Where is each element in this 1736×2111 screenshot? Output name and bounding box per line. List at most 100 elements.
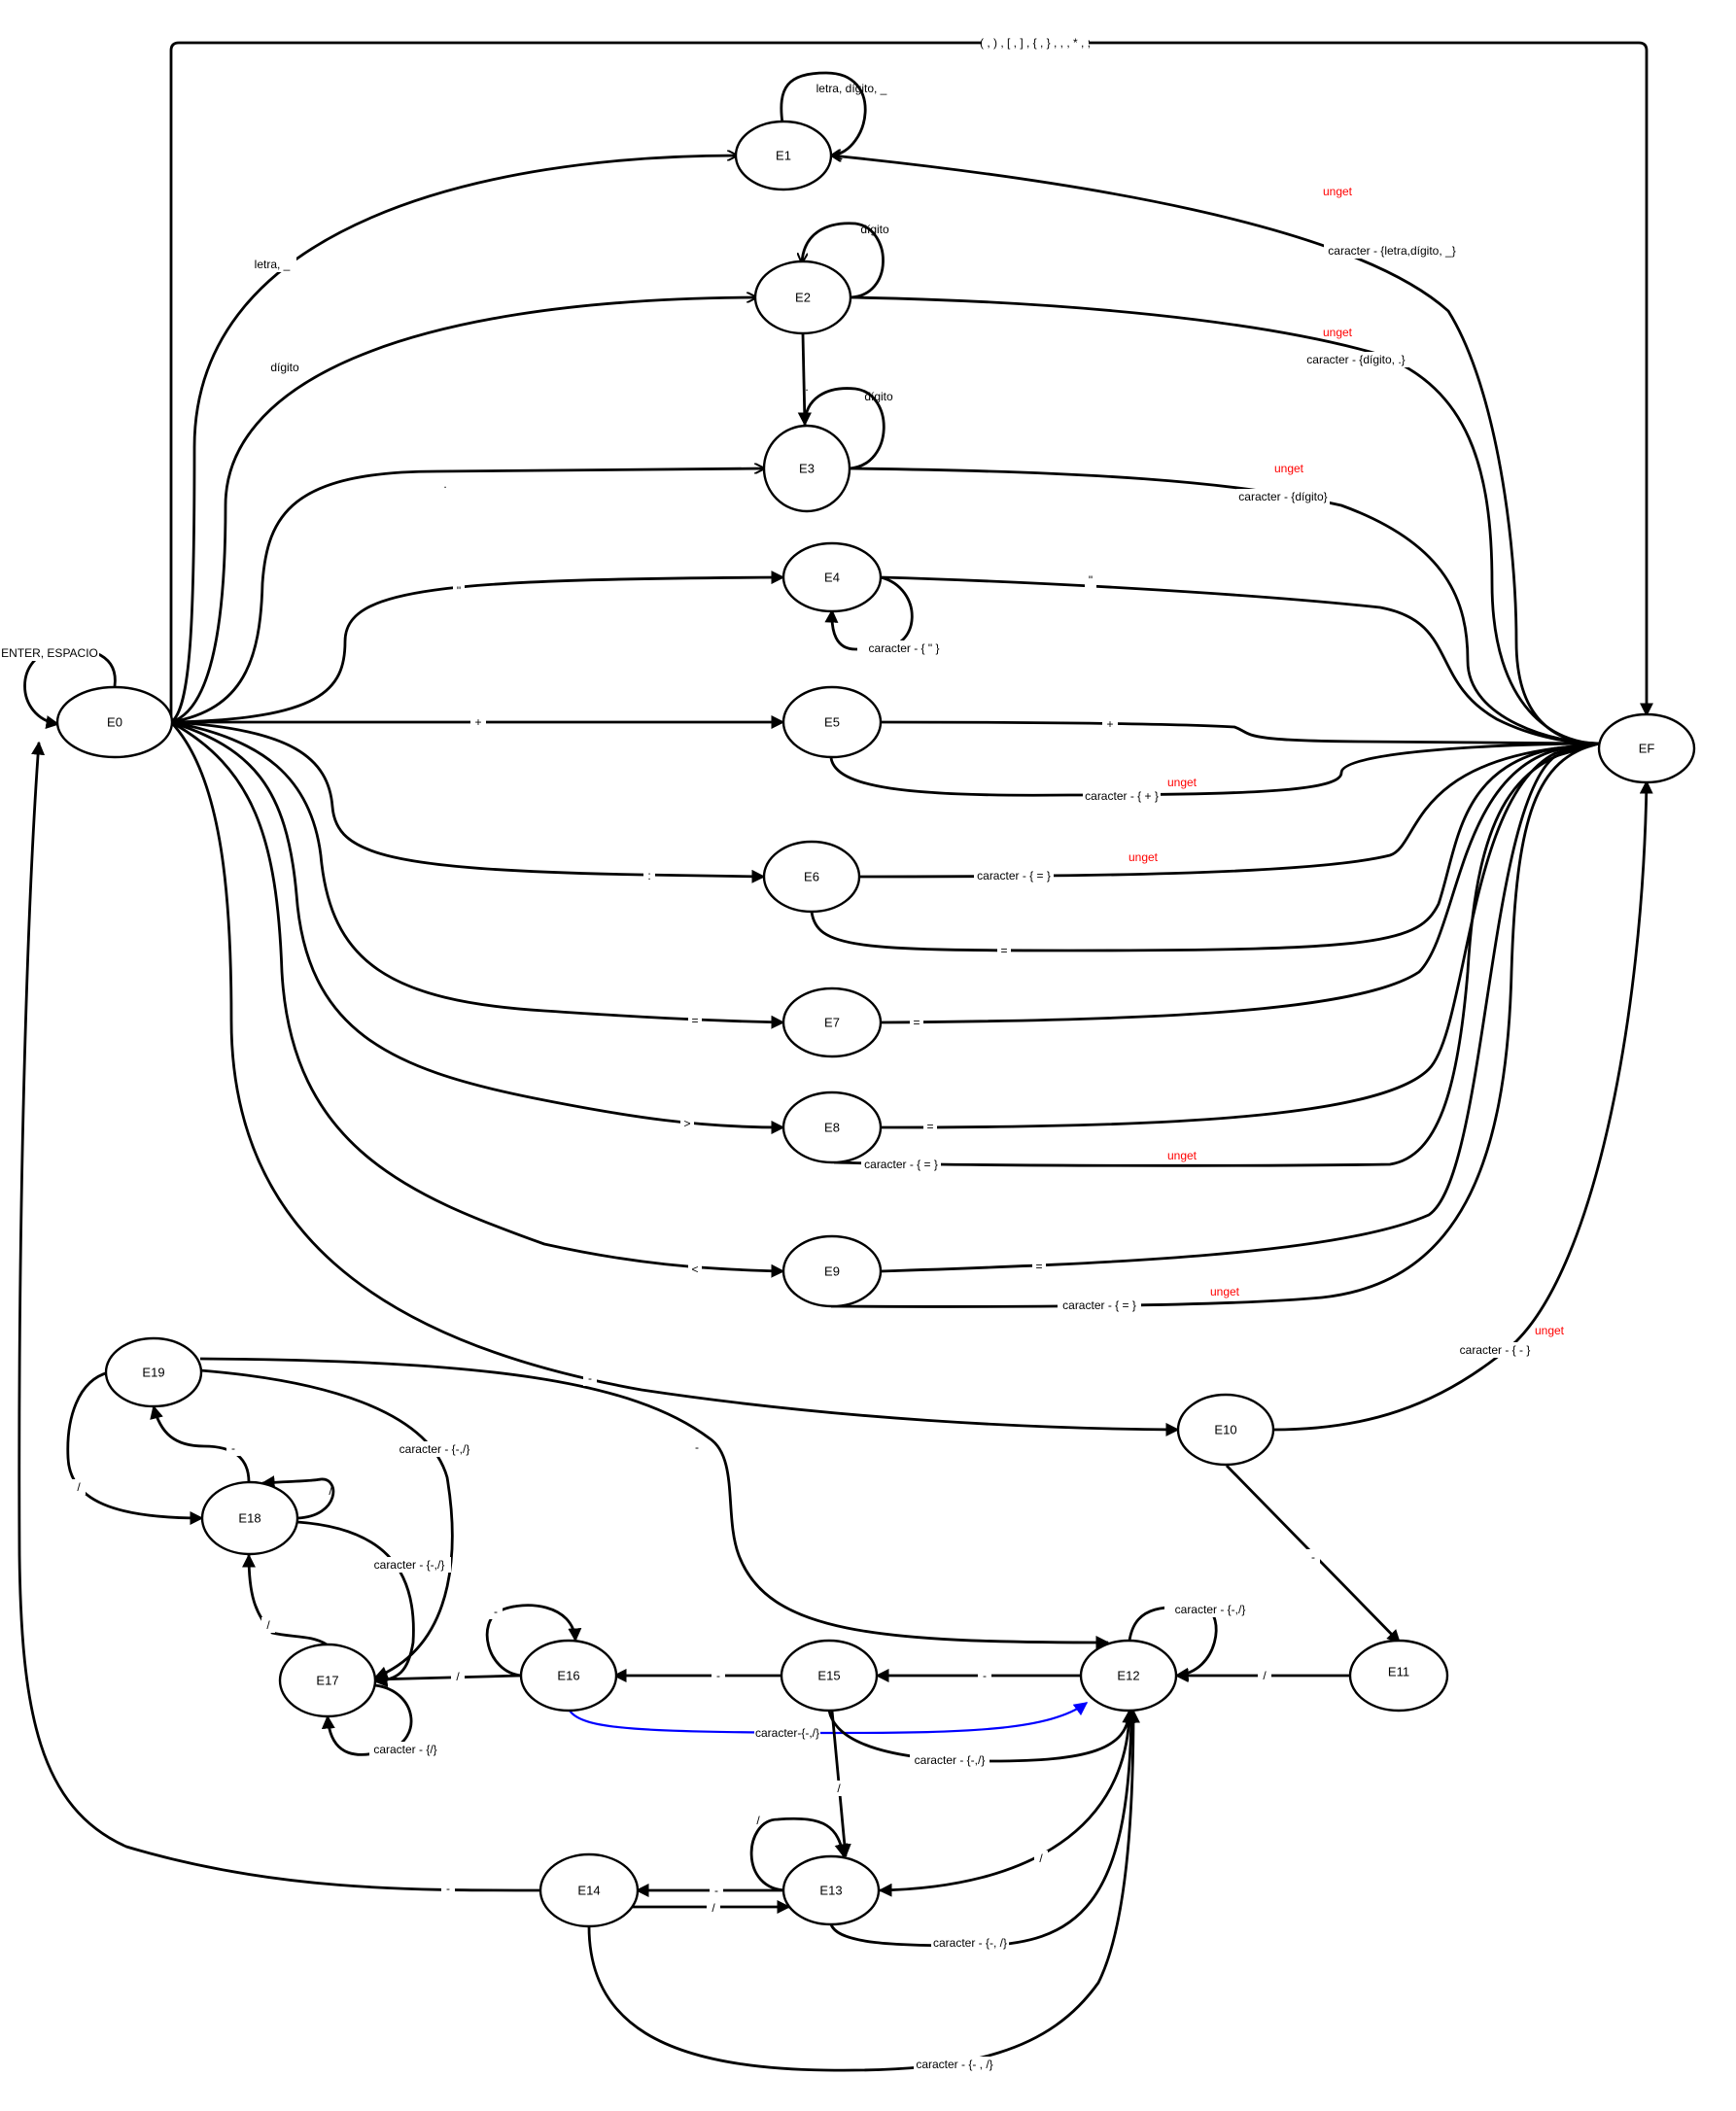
edge-e19-e12 bbox=[199, 1357, 1110, 1649]
unget-e5-ef: unget bbox=[1167, 776, 1198, 789]
edges bbox=[17, 41, 1653, 2072]
label-e14-e12: caracter - {- , /} bbox=[916, 2058, 992, 2071]
label-e10-e11: - bbox=[1311, 1550, 1315, 1564]
state-e14: E14 bbox=[538, 1852, 640, 1928]
edge-e5-ef bbox=[880, 720, 1600, 745]
edge-e6-ef bbox=[810, 742, 1600, 952]
state-e12: E12 bbox=[1079, 1639, 1178, 1713]
label-e10-ef-other: caracter - { - } bbox=[1460, 1343, 1531, 1357]
label-e12-e15: - bbox=[983, 1669, 987, 1682]
unget-e10-ef: unget bbox=[1535, 1324, 1565, 1337]
label-e18-e19: - bbox=[231, 1441, 235, 1455]
label-e0-e6: : bbox=[647, 869, 650, 882]
state-label-e9: E9 bbox=[824, 1264, 840, 1279]
label-e16-e17: / bbox=[456, 1670, 460, 1683]
edge-e18-e19 bbox=[150, 1404, 251, 1483]
label-e15-e16: - bbox=[716, 1669, 720, 1682]
label-e17-e18: / bbox=[266, 1618, 270, 1632]
edge-e2-e3 bbox=[797, 333, 812, 427]
label-e15-e12: caracter - {-,/} bbox=[915, 1753, 986, 1767]
edge-e8-ef bbox=[880, 742, 1600, 1129]
edge-e3-loop bbox=[798, 387, 885, 470]
state-label-e3: E3 bbox=[799, 462, 815, 476]
label-e5-ef: + bbox=[1106, 717, 1113, 731]
label-e4-loop: caracter - { " } bbox=[869, 641, 940, 655]
label-e0-loop: ENTER, ESPACIO bbox=[1, 646, 98, 660]
state-e7: E7 bbox=[781, 986, 883, 1058]
state-label-e0: E0 bbox=[107, 715, 122, 730]
state-label-e13: E13 bbox=[819, 1884, 842, 1898]
edge-e0-e6 bbox=[170, 720, 766, 883]
state-e8: E8 bbox=[781, 1090, 883, 1164]
label-e19-e17: caracter - {-,/} bbox=[399, 1442, 470, 1456]
label-e13-e12: caracter - {-, /} bbox=[933, 1936, 1007, 1950]
label-e15-e13: / bbox=[837, 1782, 841, 1795]
edge-e13-e12 bbox=[829, 1709, 1138, 1948]
edge-e1-loop bbox=[780, 71, 867, 156]
state-e6: E6 bbox=[762, 840, 861, 914]
unget-e6-ef: unget bbox=[1128, 850, 1159, 864]
edge-e10-ef bbox=[1272, 779, 1653, 1432]
edge-labels: ( , ) , [ , ] , { , } , , , * , ; ENTER,… bbox=[0, 34, 1565, 2072]
state-label-e2: E2 bbox=[795, 291, 811, 305]
label-e8-ef: = bbox=[926, 1120, 933, 1133]
state-e17: E17 bbox=[278, 1643, 377, 1718]
label-e19-e12: - bbox=[695, 1440, 699, 1454]
edge-e18-loop bbox=[260, 1475, 335, 1520]
state-label-e16: E16 bbox=[557, 1669, 579, 1683]
label-e1-ef: caracter - {letra,dígito, _} bbox=[1328, 244, 1455, 258]
label-e3-ef: caracter - {dígito} bbox=[1238, 490, 1327, 503]
edge-e19-e18 bbox=[66, 1370, 204, 1525]
edge-e0-e2 bbox=[170, 297, 756, 724]
label-e18-loop: / bbox=[329, 1484, 332, 1498]
state-e11: E11 bbox=[1348, 1639, 1449, 1713]
label-e11-e12: / bbox=[1263, 1669, 1267, 1682]
label-e19-e18: / bbox=[77, 1480, 81, 1494]
edge-e16-e12 bbox=[569, 1702, 1089, 1735]
edge-e0-e10 bbox=[169, 721, 1180, 1436]
unget-e1-ef: unget bbox=[1323, 185, 1353, 198]
label-e12-e13: / bbox=[1039, 1851, 1043, 1865]
edge-e18-e17 bbox=[296, 1520, 415, 1687]
state-label-e10: E10 bbox=[1214, 1423, 1236, 1437]
state-label-e5: E5 bbox=[824, 715, 840, 730]
state-label-e18: E18 bbox=[238, 1511, 260, 1526]
edge-e4-ef bbox=[880, 575, 1600, 745]
edge-e0-e7 bbox=[170, 720, 785, 1029]
edge-e2-ef bbox=[849, 295, 1600, 745]
edge-e1-ef bbox=[832, 156, 1600, 745]
state-e0: E0 bbox=[55, 685, 174, 759]
label-e5-ef-other: caracter - { + } bbox=[1085, 789, 1159, 803]
label-top-symbols: ( , ) , [ , ] , { , } , , , * , ; bbox=[980, 36, 1091, 50]
state-label-e15: E15 bbox=[817, 1669, 840, 1683]
label-e13-loop: / bbox=[756, 1814, 760, 1827]
edge-e9-ef bbox=[880, 742, 1600, 1273]
state-e3: E3 bbox=[762, 424, 851, 513]
state-label-e8: E8 bbox=[824, 1121, 840, 1135]
edge-e8-ef-other bbox=[833, 742, 1600, 1167]
label-e0-e4: " bbox=[457, 584, 461, 598]
state-e16: E16 bbox=[519, 1639, 618, 1713]
label-e6-ef: = bbox=[1000, 944, 1007, 957]
label-e2-loop: dígito bbox=[860, 223, 889, 236]
label-e16-loop: - bbox=[494, 1605, 498, 1618]
label-e9-ef-other: caracter - { = } bbox=[1062, 1298, 1136, 1312]
state-e5: E5 bbox=[781, 685, 883, 759]
label-e0-e1: letra, _ bbox=[255, 258, 291, 271]
label-e0-e9: < bbox=[691, 1263, 698, 1276]
state-e4: E4 bbox=[781, 541, 883, 613]
label-e17-loop: caracter - {/} bbox=[373, 1743, 436, 1756]
label-e18-e17: caracter - {-,/} bbox=[374, 1558, 445, 1572]
edge-e14-e0 bbox=[17, 741, 541, 1892]
state-label-ef: EF bbox=[1639, 742, 1655, 756]
edge-e12-e13 bbox=[878, 1710, 1131, 1897]
label-e0-e10: - bbox=[588, 1371, 592, 1385]
state-label-e6: E6 bbox=[804, 870, 819, 884]
label-e12-loop: caracter - {-,/} bbox=[1175, 1603, 1246, 1616]
state-ef: EF bbox=[1597, 712, 1696, 784]
edge-e0-e3 bbox=[170, 468, 764, 724]
state-label-e4: E4 bbox=[824, 571, 840, 585]
label-e7-ef: = bbox=[913, 1016, 920, 1029]
